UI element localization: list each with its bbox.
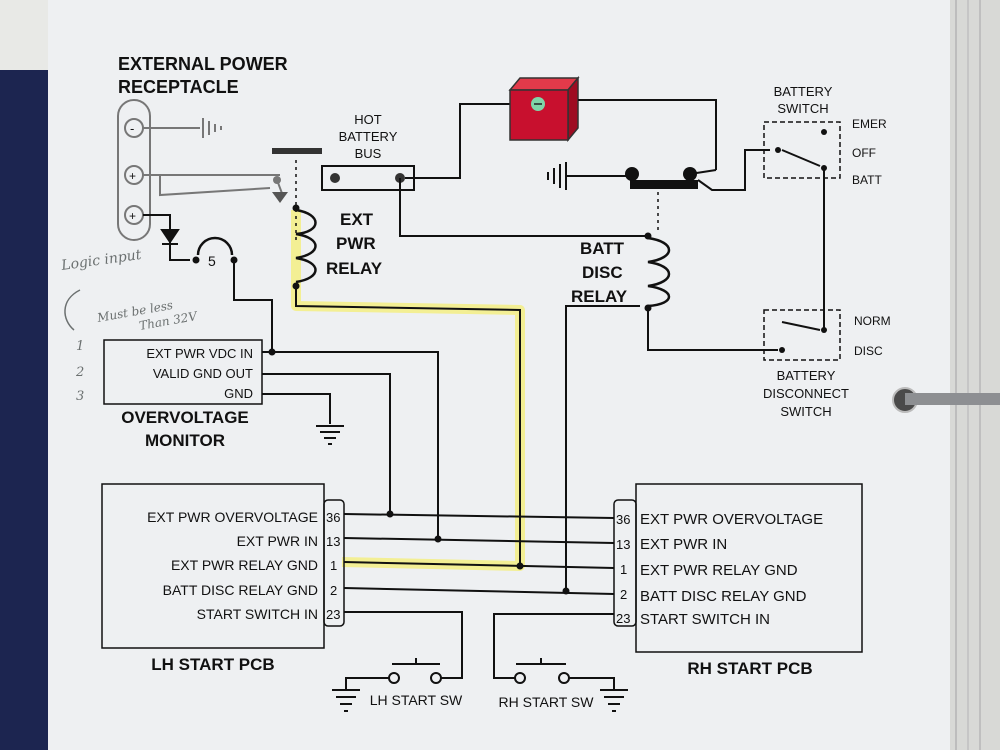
lh-row-3-pin: 2 [330, 583, 337, 598]
rh-row-3-label: BATT DISC RELAY GND [640, 588, 807, 605]
lh-row-4-pin: 23 [326, 607, 340, 622]
battery-disconnect-switch[interactable] [763, 309, 841, 361]
rh-row-1-label: EXT PWR IN [640, 536, 727, 553]
batt-relay-coil [647, 236, 670, 308]
lh-row-1-pin: 13 [326, 534, 340, 549]
rh-ground-icon [600, 689, 628, 712]
lh-start-sw-label: LH START SW [370, 692, 463, 708]
junction-dots [386, 510, 570, 595]
ov-title-2: MONITOR [145, 431, 225, 450]
pin5-label: 5 [208, 253, 216, 269]
ov-pin-gnd: GND [224, 386, 253, 401]
disc-switch-title-1: BATTERY [777, 368, 836, 383]
disc-pos-norm: NORM [854, 314, 891, 328]
battery-switch-title-2: SWITCH [777, 101, 828, 116]
battery-switch-title-1: BATTERY [774, 84, 833, 99]
lh-row-2-pin: 1 [330, 558, 337, 573]
rh-pcb-title: RH START PCB [687, 659, 812, 678]
batt-relay-label-2: DISC [582, 263, 623, 282]
ext-relay-label-3: RELAY [326, 259, 383, 278]
lh-row-2-label: EXT PWR RELAY GND [171, 557, 318, 573]
receptacle-title-1: EXTERNAL POWER [118, 54, 288, 74]
disc-pos-disc: DISC [854, 344, 883, 358]
rh-row-3-pin: 2 [620, 587, 627, 602]
hot-bus-label-3: BUS [355, 146, 382, 161]
binder-ring [905, 393, 1000, 405]
disc-switch-title-2: DISCONNECT [763, 386, 849, 401]
batt-relay-contact-bar [630, 180, 698, 189]
rh-row-4-pin: 23 [616, 611, 630, 626]
lh-row-0-pin: 36 [326, 510, 340, 525]
ext-relay-label-1: EXT [340, 210, 374, 229]
rh-row-1-pin: 13 [616, 537, 630, 552]
relay-ground-icon [547, 162, 567, 190]
lh-row-0-label: EXT PWR OVERVOLTAGE [147, 509, 318, 525]
note-logic-input: Logic input [59, 247, 142, 274]
rh-row-4-label: START SWITCH IN [640, 611, 770, 628]
lh-pcb-title: LH START PCB [151, 655, 274, 674]
ext-relay-contact-bar [272, 148, 322, 154]
rh-start-sw-label: RH START SW [499, 694, 595, 710]
manual-page [48, 0, 950, 750]
rh-row-0-pin: 36 [616, 512, 630, 527]
ov-ground-icon [316, 425, 344, 445]
pin-minus: - [130, 121, 134, 136]
battery-icon [508, 75, 580, 143]
pin-plus-2: + [129, 209, 136, 223]
batt-relay-label-1: BATT [580, 239, 625, 258]
lh-row-3-label: BATT DISC RELAY GND [163, 582, 318, 598]
pin-plus-1: + [129, 169, 136, 183]
note-num-2: 2 [75, 365, 84, 380]
switch-pos-emer: EMER [852, 117, 887, 131]
lh-ground-icon [332, 689, 360, 712]
ov-pin-valid-gnd: VALID GND OUT [153, 366, 253, 381]
lh-row-1-label: EXT PWR IN [237, 533, 318, 549]
receptacle-ground-icon [202, 118, 222, 138]
hot-bus-label-2: BATTERY [339, 129, 398, 144]
diode-icon [160, 229, 180, 245]
rh-row-2-pin: 1 [620, 562, 627, 577]
switch-pos-batt: BATT [852, 173, 882, 187]
hot-bus-label-1: HOT [354, 112, 382, 127]
disc-switch-title-3: SWITCH [780, 404, 831, 419]
rh-row-0-label: EXT PWR OVERVOLTAGE [640, 511, 823, 528]
switch-pos-off: OFF [852, 146, 876, 160]
note-num-3: 3 [76, 389, 84, 404]
battery-switch[interactable] [763, 121, 841, 179]
rh-row-2-label: EXT PWR RELAY GND [640, 562, 798, 579]
note-num-1: 1 [76, 339, 84, 354]
ov-pin-vdc-in: EXT PWR VDC IN [146, 346, 253, 361]
ov-title-1: OVERVOLTAGE [121, 408, 249, 427]
overvoltage-monitor-box [103, 339, 263, 405]
ext-relay-label-2: PWR [336, 234, 376, 253]
pcb-bus-lines [343, 513, 615, 595]
ext-relay-coil [295, 208, 317, 284]
receptacle-body [117, 99, 151, 241]
receptacle-title-2: RECEPTACLE [118, 77, 239, 97]
lh-row-4-label: START SWITCH IN [197, 606, 318, 622]
batt-relay-label-3: RELAY [571, 287, 628, 306]
rh-start-pcb [635, 483, 863, 653]
